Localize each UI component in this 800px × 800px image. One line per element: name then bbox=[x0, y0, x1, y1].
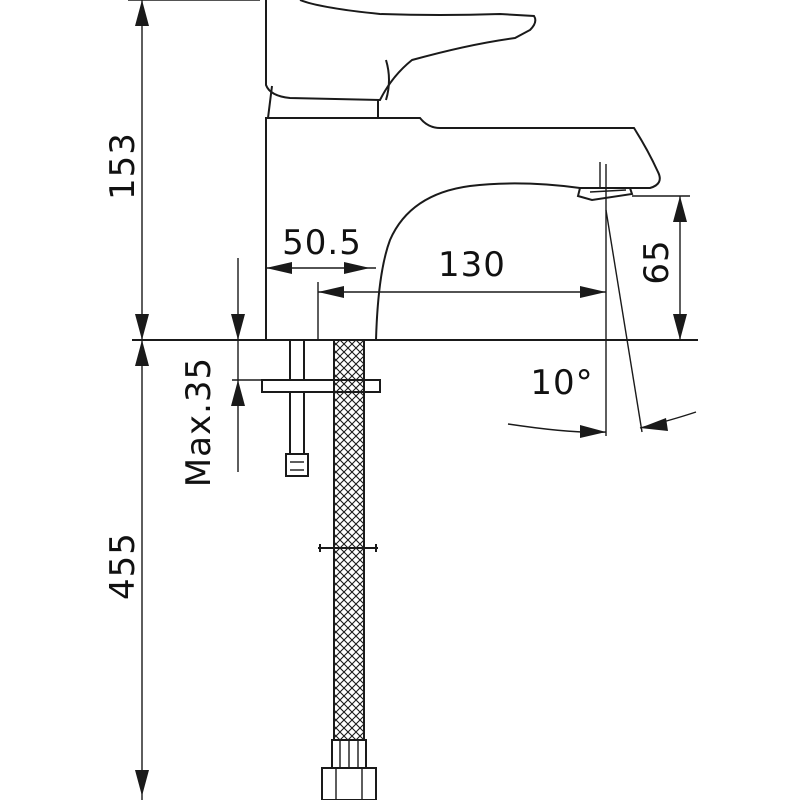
mounting-stud bbox=[289, 339, 305, 381]
aerator bbox=[576, 187, 634, 202]
lever-underside bbox=[385, 59, 390, 101]
clamp-plate bbox=[261, 379, 381, 393]
faucet-body bbox=[265, 0, 661, 341]
dim-text-max35: Max.35 bbox=[179, 357, 219, 487]
dim-text-65: 65 bbox=[637, 239, 677, 284]
dim-inlet-offset: 50.5 bbox=[266, 223, 376, 340]
stud-nut bbox=[285, 453, 309, 477]
mounting-hardware bbox=[261, 339, 381, 477]
hose-braid bbox=[333, 339, 365, 741]
dim-text-455: 455 bbox=[103, 532, 143, 600]
dim-hose-length: 455 bbox=[103, 340, 149, 800]
dim-max-thickness: Max.35 bbox=[179, 258, 262, 487]
lever-handle bbox=[265, 0, 537, 102]
stud-lower bbox=[289, 391, 305, 455]
dim-spout-angle: 10° bbox=[507, 164, 697, 438]
handle-collar bbox=[267, 85, 379, 119]
body-outline bbox=[265, 117, 661, 341]
dim-text-50-5: 50.5 bbox=[282, 223, 362, 263]
dim-body-height: 153 bbox=[103, 0, 260, 340]
dim-text-130: 130 bbox=[438, 245, 506, 285]
dim-text-10deg: 10° bbox=[530, 363, 593, 403]
flexible-hose bbox=[318, 339, 378, 800]
dim-spout-reach: 130 bbox=[318, 245, 606, 298]
dim-text-153: 153 bbox=[103, 132, 143, 200]
hose-nut bbox=[321, 767, 377, 800]
dim-spout-height: 65 bbox=[632, 195, 690, 340]
